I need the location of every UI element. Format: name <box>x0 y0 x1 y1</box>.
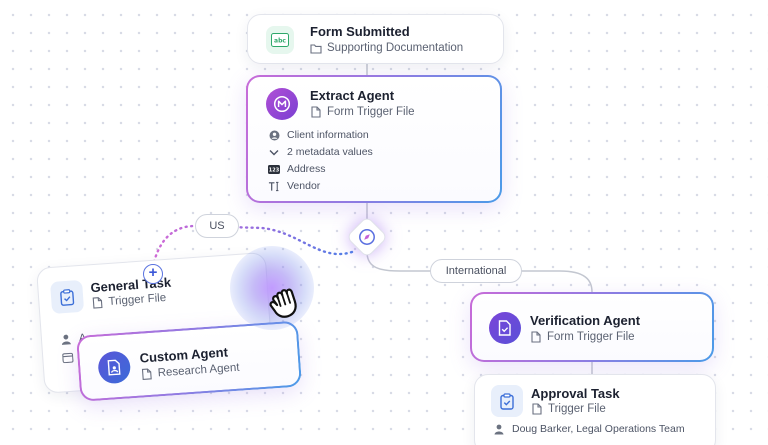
grab-cursor-icon <box>269 288 297 318</box>
compass-icon <box>358 228 376 246</box>
node-custom-agent[interactable]: Custom Agent Research Agent <box>76 320 303 402</box>
field-row: Client information <box>268 129 369 141</box>
branch-label-us[interactable]: US <box>195 214 239 238</box>
agent-doc-icon <box>97 350 132 385</box>
node-subtitle-row: Supporting Documentation <box>310 42 463 54</box>
file-icon <box>140 368 153 381</box>
text-field-icon <box>268 180 280 192</box>
node-subtitle: Research Agent <box>157 361 240 380</box>
svg-text:123: 123 <box>269 167 280 173</box>
field-row: Vendor <box>268 180 320 192</box>
node-title: Verification Agent <box>530 313 641 328</box>
field-row[interactable]: 2 metadata values <box>268 146 373 158</box>
assignee-label: Doug Barker, Legal Operations Team <box>512 423 685 435</box>
node-extract-agent[interactable]: Extract Agent Form Trigger File Client i… <box>246 75 502 203</box>
chevron-down-icon <box>268 146 280 158</box>
field-label: 2 metadata values <box>287 146 373 158</box>
node-title: Form Submitted <box>310 24 410 39</box>
clipboard-check-icon <box>50 279 85 314</box>
file-icon <box>531 403 543 415</box>
branch-label-international[interactable]: International <box>430 259 522 283</box>
node-subtitle-row: Trigger File <box>91 292 167 309</box>
field-label: Client information <box>287 129 369 141</box>
node-subtitle: Supporting Documentation <box>327 42 464 54</box>
node-subtitle-row: Trigger File <box>531 403 606 415</box>
assignee-row: A <box>60 332 86 346</box>
node-general-task[interactable]: General Task Trigger File A E <box>36 251 275 394</box>
add-node-button[interactable]: + <box>143 264 163 284</box>
verify-doc-icon <box>489 312 521 344</box>
node-title: Extract Agent <box>310 88 395 103</box>
node-subtitle-row: Form Trigger File <box>310 106 415 118</box>
connector-us <box>151 224 354 268</box>
svg-text:abc: abc <box>274 38 286 45</box>
clipboard-check-icon <box>491 385 523 417</box>
node-form-submitted[interactable]: abc Form Submitted Supporting Documentat… <box>247 14 504 64</box>
folder-icon <box>310 42 322 54</box>
node-subtitle-row: Form Trigger File <box>530 331 635 343</box>
file-icon <box>310 106 322 118</box>
date-row: E <box>61 350 88 364</box>
number-field-icon: 123 <box>268 163 280 175</box>
node-subtitle: Form Trigger File <box>547 331 635 343</box>
node-subtitle: Trigger File <box>108 292 167 309</box>
file-icon <box>530 331 542 343</box>
file-icon <box>91 296 104 309</box>
node-approval-task[interactable]: Approval Task Trigger File Doug Barker, … <box>474 374 716 445</box>
person-circle-icon <box>268 129 280 141</box>
field-label: Vendor <box>287 180 321 192</box>
field-label: Address <box>287 163 326 175</box>
assignee-row: Doug Barker, Legal Operations Team <box>493 423 685 435</box>
drag-halo <box>230 246 314 330</box>
node-subtitle: Form Trigger File <box>327 106 415 118</box>
node-subtitle-row: Research Agent <box>140 361 240 381</box>
node-verification-agent[interactable]: Verification Agent Form Trigger File <box>470 292 714 362</box>
form-doc-icon: abc <box>266 26 294 54</box>
calendar-icon <box>61 351 74 364</box>
field-row: 123 Address <box>268 163 326 175</box>
node-subtitle: Trigger File <box>548 403 606 415</box>
m-badge-icon <box>266 88 298 120</box>
node-title: Approval Task <box>531 386 620 401</box>
person-icon <box>60 333 73 346</box>
person-icon <box>493 423 505 435</box>
